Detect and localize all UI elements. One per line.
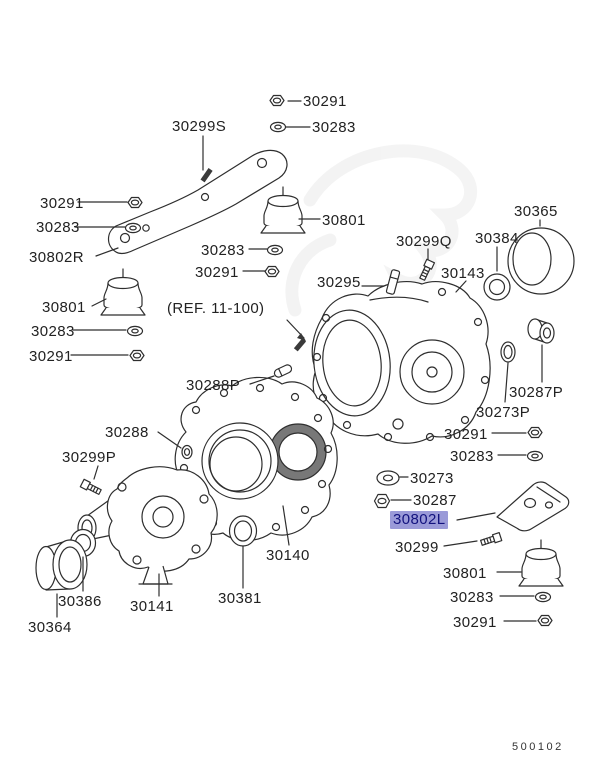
part-label-30288[interactable]: 30288 [105, 424, 149, 441]
part-30801-mount-left [100, 268, 146, 316]
part-30364-sleeve [35, 539, 88, 591]
part-30801-mount-right [518, 539, 564, 587]
part-30295-key [385, 269, 401, 295]
part-30140-cover [174, 376, 338, 542]
part-label-30287[interactable]: 30287 [413, 492, 457, 509]
part-30288-ring [181, 444, 193, 460]
part-label-30283-right-lower[interactable]: 30283 [450, 589, 494, 606]
part-label-30291-right-mid[interactable]: 30291 [444, 426, 488, 443]
bolt-30299p [79, 478, 103, 497]
leader-lines [56, 100, 543, 622]
part-label-30299p[interactable]: 30299P [62, 449, 117, 466]
nut-30291-right-lower [537, 614, 553, 627]
part-label-30283-left-upper[interactable]: 30283 [36, 219, 80, 236]
part-label-30291-right-lower[interactable]: 30291 [453, 614, 497, 631]
part-30273-washer [376, 470, 400, 486]
part-label-30299q[interactable]: 30299Q [396, 233, 452, 250]
part-30802l-bracket [496, 481, 570, 532]
part-30299s-bracket [107, 149, 288, 255]
part-label-30364[interactable]: 30364 [28, 619, 72, 636]
bolt-30299 [479, 532, 503, 548]
page-code: 500102 [512, 741, 564, 753]
part-label-30384[interactable]: 30384 [475, 230, 519, 247]
part-30143-housing [311, 281, 491, 444]
washer-30283-left-lower [126, 325, 144, 337]
part-30141-carrier [77, 466, 218, 585]
ref-arrowhead [297, 333, 306, 341]
washer-30283-left-upper [124, 222, 142, 234]
washer-30283-center [266, 244, 284, 256]
nut-30291-center [264, 265, 280, 278]
part-label-30140[interactable]: 30140 [266, 547, 310, 564]
part-label-30801-right[interactable]: 30801 [443, 565, 487, 582]
part-label-30283-top[interactable]: 30283 [312, 119, 356, 136]
part-label-30291-left-upper[interactable]: 30291 [40, 195, 84, 212]
part-label-30295[interactable]: 30295 [317, 274, 361, 291]
part-30384-seal [483, 273, 511, 301]
part-label-30283-center[interactable]: 30283 [201, 242, 245, 259]
part-label-30287p[interactable]: 30287P [509, 384, 564, 401]
nut-30291-top [269, 94, 285, 107]
washer-30283-right-lower [534, 591, 552, 603]
part-label-30381[interactable]: 30381 [218, 590, 262, 607]
part-label-30299[interactable]: 30299 [395, 539, 439, 556]
washer-30283-top [269, 121, 287, 133]
part-label-30273p[interactable]: 30273P [476, 404, 531, 421]
part-label-30141[interactable]: 30141 [130, 598, 174, 615]
part-label-30299s[interactable]: 30299S [172, 118, 227, 135]
part-30273p-oring [500, 341, 516, 363]
part-30381-seal [228, 515, 258, 547]
washer-30283-right-mid [526, 450, 544, 462]
part-label-30801-left[interactable]: 30801 [42, 299, 86, 316]
part-label-30802r[interactable]: 30802R [29, 249, 84, 266]
part-label-30801-upper[interactable]: 30801 [322, 212, 366, 229]
part-30801-mount-upper [260, 186, 306, 234]
part-label-30291-left-lower[interactable]: 30291 [29, 348, 73, 365]
part-30365-ring [507, 227, 575, 295]
stud [293, 338, 307, 352]
part-30287-plug [373, 493, 391, 509]
part-label-30283-right-mid[interactable]: 30283 [450, 448, 494, 465]
part-label-30291-top[interactable]: 30291 [303, 93, 347, 110]
part-label-30365[interactable]: 30365 [514, 203, 558, 220]
nut-30291-left-lower [129, 349, 145, 362]
part-label-30288p[interactable]: 30288P [186, 377, 241, 394]
part-30287p-bearing [527, 318, 555, 344]
ref-note: (REF. 11-100) [167, 300, 265, 317]
part-label-30283-left-lower[interactable]: 30283 [31, 323, 75, 340]
part-label-30802l-selected[interactable]: 30802L [390, 511, 449, 529]
part-30288p-pin [273, 364, 293, 378]
part-label-30143[interactable]: 30143 [441, 265, 485, 282]
part-label-30291-center[interactable]: 30291 [195, 264, 239, 281]
nut-30291-right-mid [527, 426, 543, 439]
nut-30291-left-upper [127, 196, 143, 209]
part-label-30386[interactable]: 30386 [58, 593, 102, 610]
part-label-30273[interactable]: 30273 [410, 470, 454, 487]
